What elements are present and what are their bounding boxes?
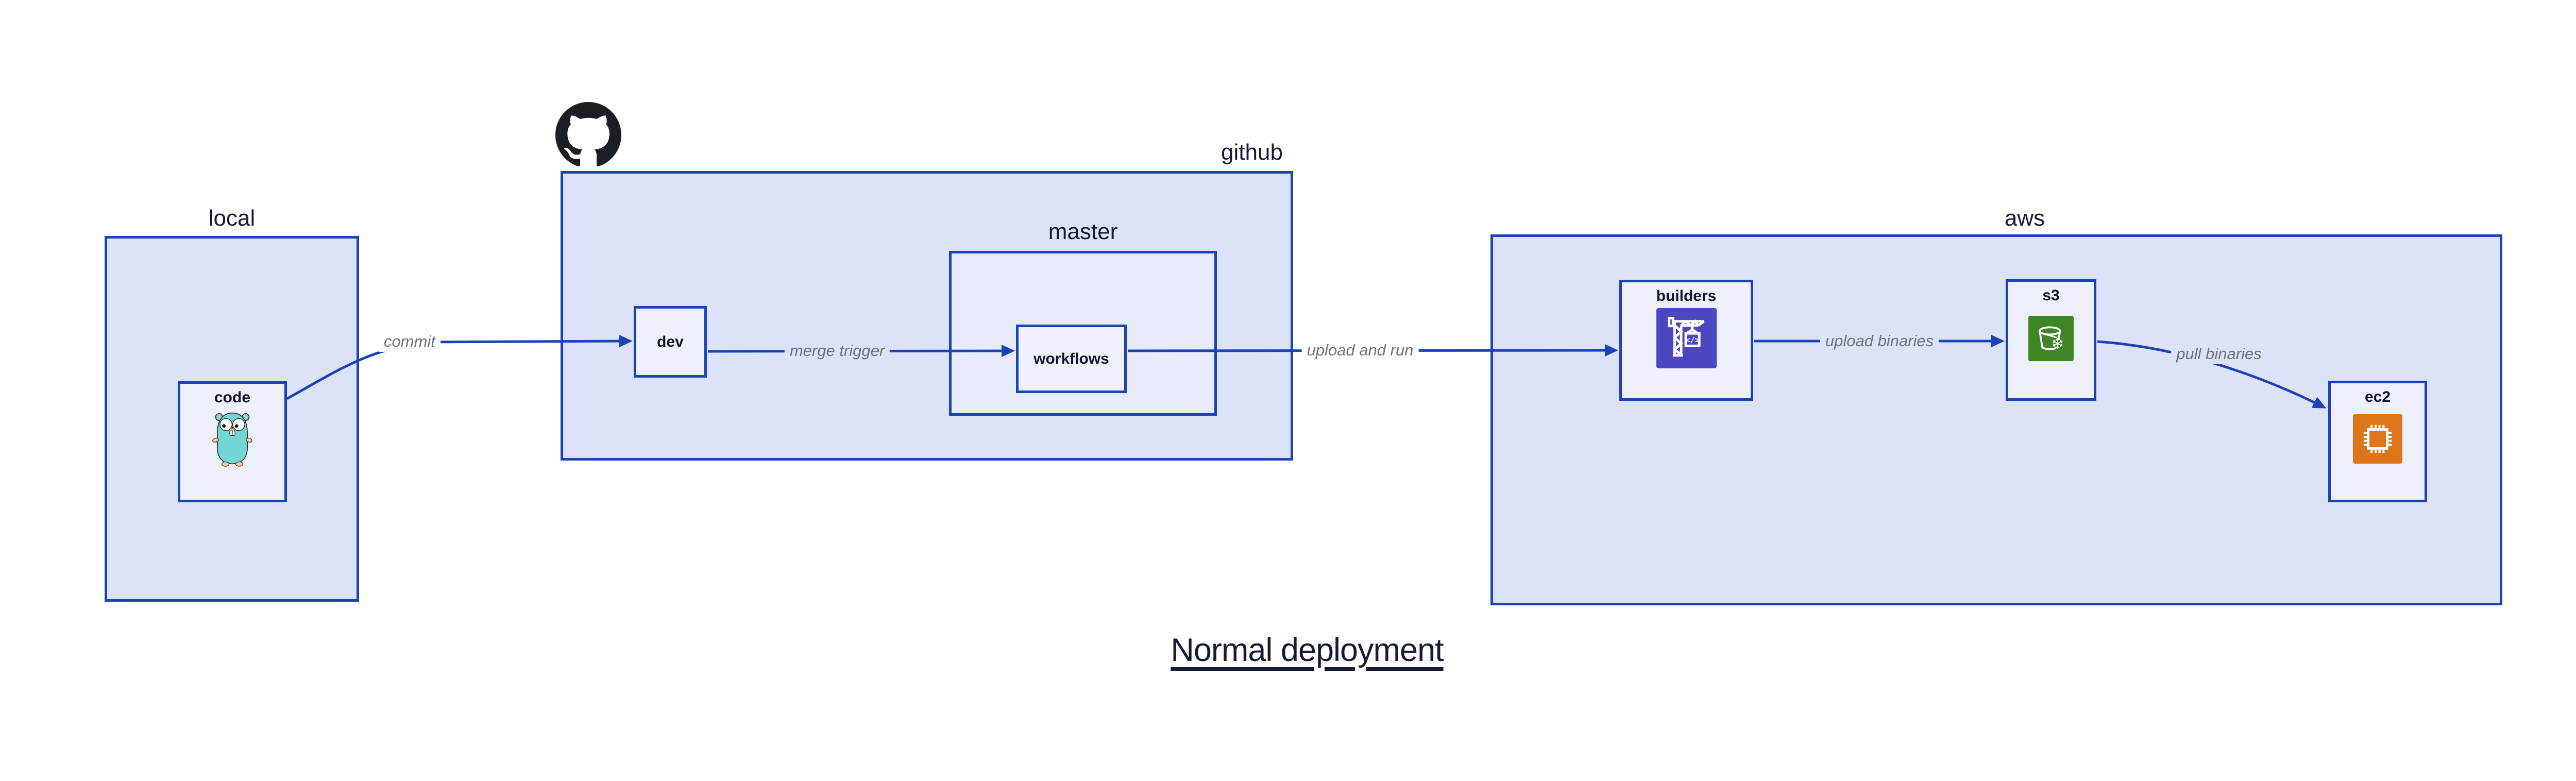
- group-label-master: master: [1048, 219, 1118, 244]
- node-label-ec2: ec2: [2364, 388, 2391, 405]
- svg-text:</>: </>: [1685, 335, 1700, 345]
- node-ec2: ec2: [2328, 381, 2427, 502]
- group-label-local: local: [208, 206, 256, 231]
- svg-text:❄: ❄: [2051, 335, 2064, 353]
- go-gopher-icon: [211, 410, 253, 470]
- node-dev: dev: [634, 306, 707, 378]
- node-label-dev: dev: [657, 333, 684, 350]
- edge-label-merge-trigger: merge trigger: [784, 341, 890, 361]
- group-label-aws: aws: [2004, 206, 2045, 231]
- edge-label-pull-binaries: pull binaries: [2171, 344, 2267, 364]
- node-label-code: code: [214, 389, 251, 406]
- node-builders: builders </>: [1619, 280, 1753, 401]
- edge-label-commit: commit: [379, 331, 440, 352]
- node-code: code: [178, 381, 287, 502]
- s3-glacier-bucket-icon: ❄: [2028, 316, 2074, 361]
- node-label-s3: s3: [2042, 287, 2060, 304]
- codebuild-crane-icon: </>: [1656, 308, 1717, 368]
- node-workflows: workflows: [1016, 325, 1127, 393]
- ec2-chip-icon: [2353, 414, 2402, 464]
- github-logo-icon: [555, 102, 621, 171]
- diagram-title: Normal deployment: [1171, 632, 1444, 668]
- node-label-workflows: workflows: [1033, 350, 1109, 367]
- edge-label-upload-binaries: upload binaries: [1820, 331, 1939, 351]
- edge-label-upload-and-run: upload and run: [1301, 340, 1419, 361]
- node-s3: s3 ❄: [2006, 279, 2096, 401]
- node-label-builders: builders: [1656, 287, 1717, 304]
- group-label-github: github: [1221, 140, 1283, 165]
